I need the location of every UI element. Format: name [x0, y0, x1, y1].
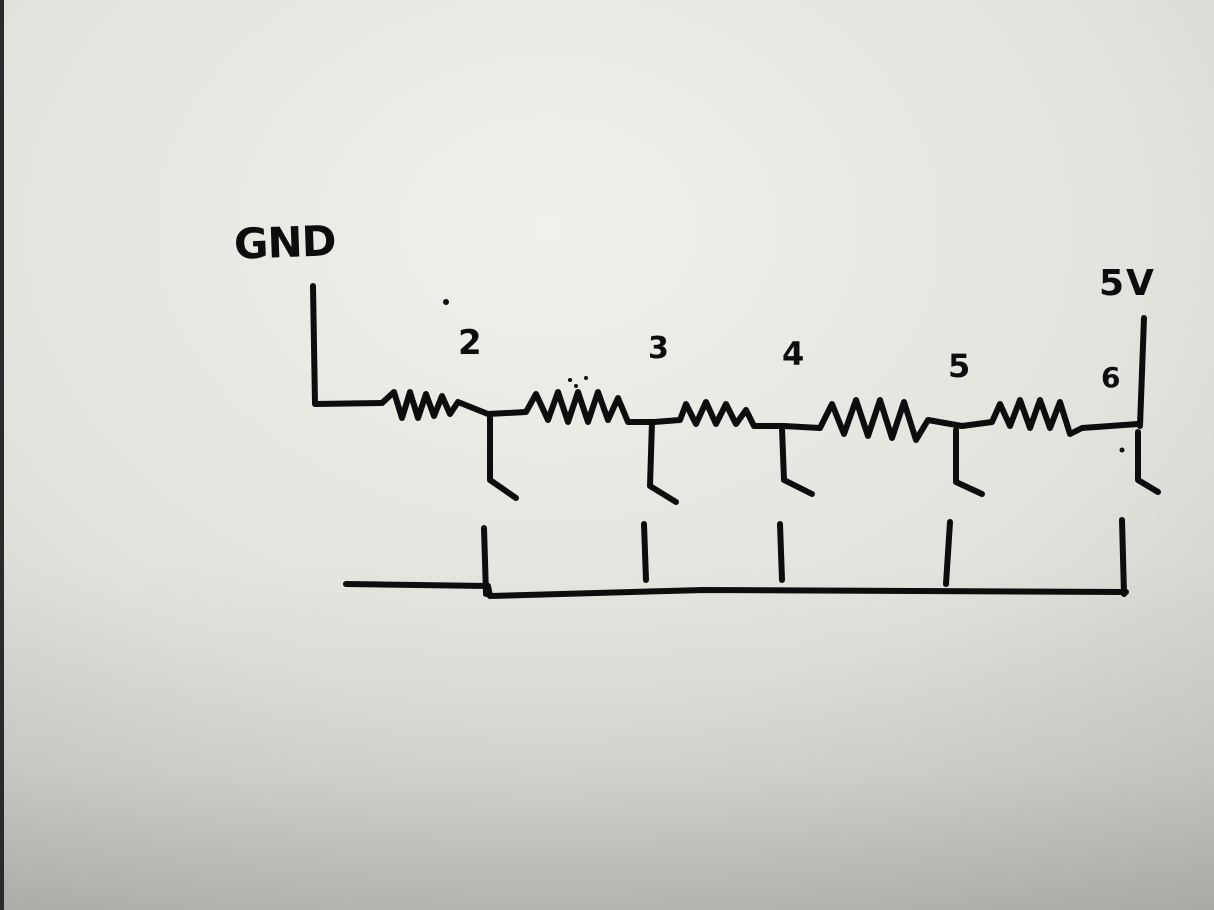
node-label-6: 6 [1101, 361, 1121, 394]
node-label-3: 3 [648, 331, 669, 366]
switch-2 [487, 411, 519, 501]
switch-3 [647, 419, 679, 505]
node-label-5: 5 [948, 347, 971, 385]
contact-6 [1119, 517, 1127, 597]
switch-5 [953, 427, 985, 497]
common-bus [343, 581, 1129, 599]
ink-dot [584, 376, 588, 380]
gnd-wire [310, 283, 385, 407]
switch-6 [1135, 429, 1161, 495]
contact-3 [641, 521, 649, 583]
ink-dot [568, 378, 572, 382]
circuit-diagram [4, 0, 1214, 910]
contact-5 [943, 519, 953, 587]
ink-dot [574, 384, 578, 388]
supply-wire [1137, 315, 1147, 429]
resistor-5 [959, 397, 1141, 437]
contact-4 [777, 521, 785, 583]
resistor-2 [485, 389, 657, 425]
node-label-2: 2 [458, 323, 482, 363]
switch-4 [779, 425, 815, 497]
resistor-4 [781, 397, 965, 443]
gnd-label: GND [233, 216, 337, 269]
board-smudge [4, 560, 1214, 910]
whiteboard: GND 5V 2 3 4 5 6 [4, 0, 1214, 910]
ink-dot [1119, 447, 1125, 453]
resistor-1 [379, 389, 491, 421]
node-label-4: 4 [782, 335, 805, 373]
supply-label: 5V [1099, 263, 1156, 304]
resistor-3 [651, 399, 787, 429]
ink-dot [443, 299, 449, 305]
